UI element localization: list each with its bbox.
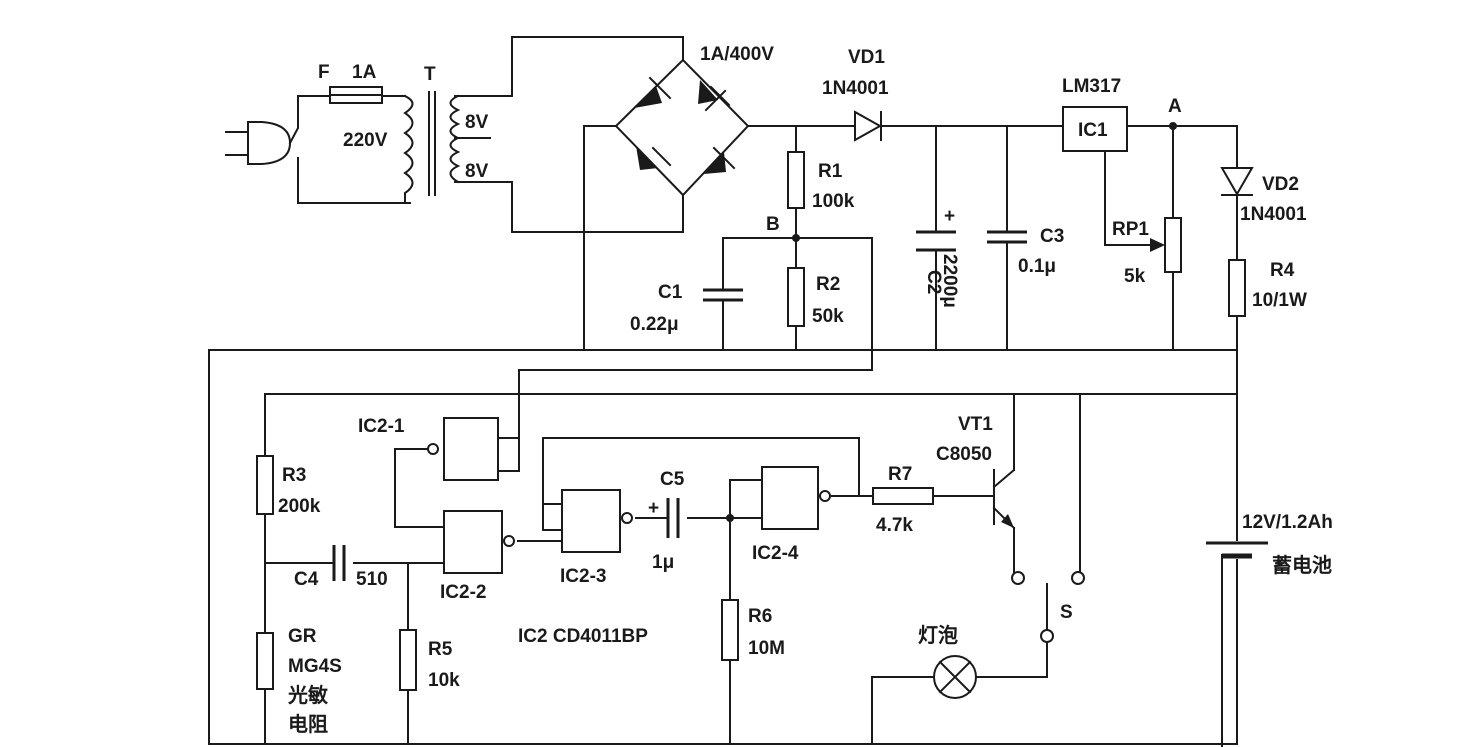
r3-value: 200k	[278, 496, 321, 517]
wires	[208, 36, 1238, 747]
lamp-name: 灯泡	[918, 623, 958, 647]
capacitor-c1: C1 0.22μ	[630, 282, 743, 335]
mains-voltage: 220V	[343, 130, 388, 151]
c5-ref: C5	[660, 469, 685, 490]
c3-value: 0.1μ	[1018, 256, 1056, 277]
r1-value: 100k	[812, 191, 855, 212]
regulator-ic1: LM317 IC1	[1062, 76, 1128, 152]
vt1-ref: VT1	[958, 414, 993, 435]
node-b-label: B	[766, 214, 780, 235]
gr-part: MG4S	[288, 656, 342, 677]
c3-ref: C3	[1040, 226, 1064, 247]
r2-value: 50k	[812, 306, 844, 327]
ic2-2-label: IC2-2	[440, 582, 486, 603]
transformer: T 220V 8V 8V	[343, 64, 489, 204]
r7-value: 4.7k	[876, 515, 913, 536]
gr-name-2: 电阻	[288, 712, 328, 736]
potentiometer-rp1: RP1 5k	[1112, 217, 1182, 287]
vd1-ref: VD1	[848, 47, 885, 68]
bridge-rectifier: 1A/400V	[614, 44, 774, 197]
rp1-value: 5k	[1124, 266, 1146, 287]
c4-value: 510	[356, 569, 388, 590]
ic2-description: IC2 CD4011BP	[518, 626, 648, 647]
fuse-label: F	[318, 62, 330, 83]
r5-value: 10k	[428, 670, 460, 691]
r4-ref: R4	[1270, 260, 1295, 281]
switch-s: S	[1011, 571, 1085, 643]
resistor-r4: R4 10/1W	[1228, 259, 1307, 317]
c1-ref: C1	[658, 282, 683, 303]
transformer-label: T	[424, 64, 436, 85]
node-b-dot	[792, 234, 800, 242]
ic2-3-label: IC2-3	[560, 566, 606, 587]
gr-name-1: 光敏	[287, 683, 329, 707]
diode-vd2: VD2 1N4001	[1220, 167, 1307, 225]
secondary-lower-voltage: 8V	[465, 161, 489, 182]
resistor-r6: R6 10M	[721, 599, 785, 661]
c4-ref: C4	[294, 569, 319, 590]
ic2-4-label: IC2-4	[752, 543, 799, 564]
node-a-label: A	[1168, 96, 1182, 117]
battery-name: 蓄电池	[1272, 553, 1332, 577]
junction-dot	[726, 514, 734, 522]
fuse: F 1A	[318, 62, 406, 104]
r2-ref: R2	[816, 274, 840, 295]
r5-ref: R5	[428, 639, 453, 660]
nand-gate-ic2-1: IC2-1	[358, 416, 499, 481]
nand-gate-ic2-4: IC2-4	[752, 466, 831, 564]
battery-rating: 12V/1.2Ah	[1242, 512, 1333, 533]
capacitor-c5: + C5 1μ	[648, 469, 685, 573]
gr-ref: GR	[288, 626, 317, 647]
capacitor-c4: C4 510	[294, 545, 388, 590]
vd2-ref: VD2	[1262, 174, 1299, 195]
vd2-part: 1N4001	[1240, 204, 1307, 225]
capacitor-c3: C3 0.1μ	[987, 226, 1064, 277]
r4-value: 10/1W	[1252, 290, 1307, 311]
c2-value: 2200μ	[939, 254, 960, 308]
c1-value: 0.22μ	[630, 314, 679, 335]
r7-ref: R7	[888, 464, 912, 485]
resistor-r3: R3 200k	[256, 455, 321, 517]
c2-ref: C2	[923, 270, 944, 294]
resistor-r7: R7 4.7k	[872, 464, 934, 536]
bridge-rating: 1A/400V	[700, 44, 774, 65]
rp1-ref: RP1	[1112, 219, 1149, 240]
regulator-ref: IC1	[1078, 120, 1108, 141]
nand-gate-ic2-3: IC2-3	[560, 489, 633, 587]
ic2-1-label: IC2-1	[358, 416, 405, 437]
resistor-r1: R1 100k	[787, 151, 855, 212]
c5-value: 1μ	[652, 552, 674, 573]
regulator-part: LM317	[1062, 76, 1121, 97]
switch-ref: S	[1060, 602, 1073, 623]
vt1-part: C8050	[936, 444, 992, 465]
lamp: 灯泡	[918, 623, 977, 699]
secondary-upper-voltage: 8V	[465, 112, 489, 133]
r3-ref: R3	[282, 465, 306, 486]
transistor-vt1: VT1 C8050	[936, 414, 1016, 530]
nand-gate-ic2-2: IC2-2	[440, 510, 515, 603]
vd1-part: 1N4001	[822, 78, 889, 99]
c2-polarity: +	[944, 206, 955, 227]
diode-vd1: VD1 1N4001	[822, 47, 889, 142]
r6-value: 10M	[748, 638, 785, 659]
capacitor-c2: + C2 2200μ	[916, 206, 960, 308]
resistor-r5: R5 10k	[399, 629, 460, 691]
node-a-dot	[1169, 122, 1177, 130]
r1-ref: R1	[818, 161, 843, 182]
r6-ref: R6	[748, 606, 772, 627]
resistor-r2: R2 50k	[787, 267, 844, 327]
mains-plug	[225, 95, 411, 204]
c5-polarity: +	[648, 498, 659, 519]
photoresistor-gr: GR MG4S 光敏 电阻	[256, 626, 342, 736]
battery: 12V/1.2Ah 蓄电池	[1206, 512, 1333, 577]
fuse-rating: 1A	[352, 62, 377, 83]
